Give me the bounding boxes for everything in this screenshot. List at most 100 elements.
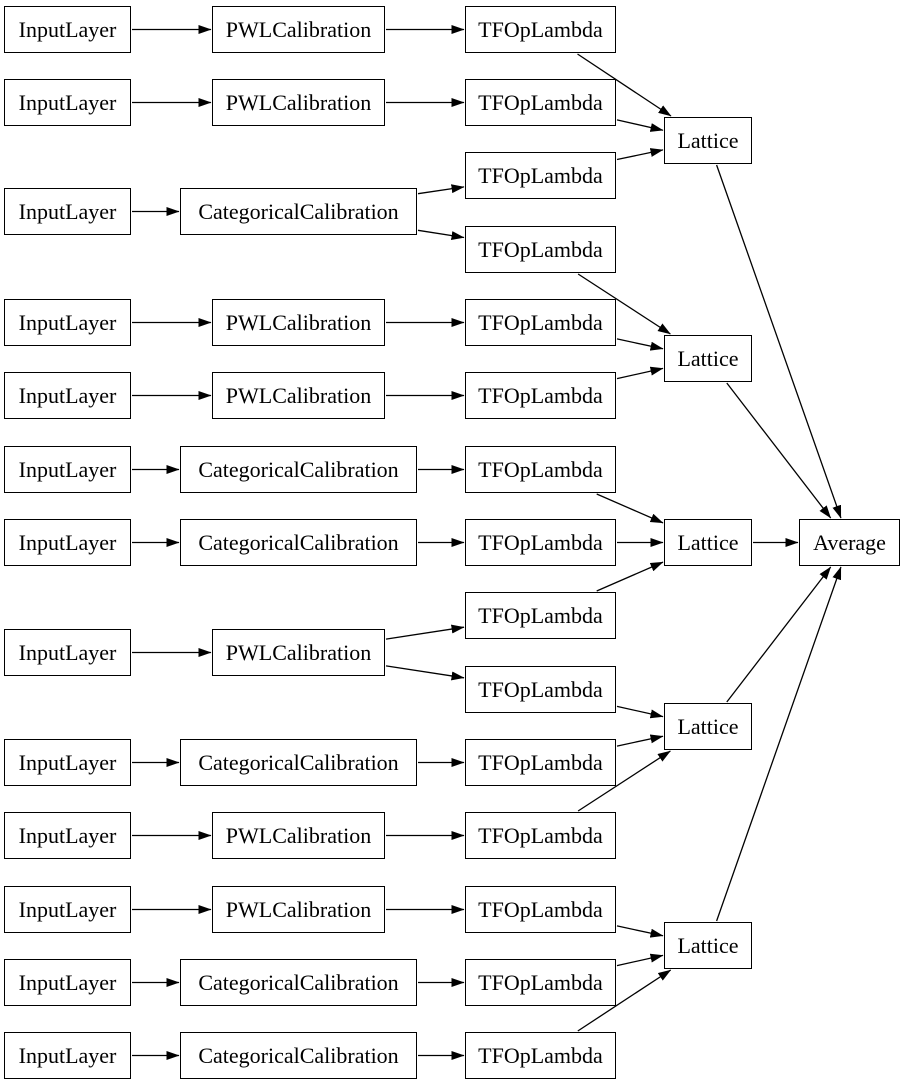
node-in1: InputLayer — [4, 6, 131, 53]
edge-t7-lat3 — [596, 493, 664, 524]
node-pwl3: PWLCalibration — [212, 299, 385, 346]
node-in4: InputLayer — [4, 299, 131, 346]
node-label: InputLayer — [18, 16, 117, 42]
node-label: CategoricalCalibration — [198, 1042, 399, 1068]
node-label: InputLayer — [18, 89, 117, 115]
node-label: Lattice — [677, 529, 739, 555]
node-avg: Average — [799, 519, 900, 566]
node-in13: InputLayer — [4, 1032, 131, 1079]
node-pwl4: PWLCalibration — [212, 372, 385, 419]
edge-t11-lat4 — [616, 734, 664, 747]
node-label: CategoricalCalibration — [198, 198, 399, 224]
edge-t9-lat3 — [596, 561, 664, 592]
edge-t2-lat1 — [616, 119, 664, 132]
node-pwl7: PWLCalibration — [212, 886, 385, 933]
node-in5: InputLayer — [4, 372, 131, 419]
node-label: TFOpLambda — [478, 676, 603, 702]
node-label: TFOpLambda — [478, 16, 603, 42]
edge-t14-lat5 — [616, 953, 664, 967]
node-in7: InputLayer — [4, 519, 131, 566]
node-lat4: Lattice — [664, 703, 752, 750]
node-label: Lattice — [677, 932, 739, 958]
node-t8: TFOpLambda — [465, 519, 616, 566]
node-label: Lattice — [677, 713, 739, 739]
node-label: PWLCalibration — [225, 16, 372, 42]
node-lat2: Lattice — [664, 335, 752, 382]
node-label: TFOpLambda — [478, 162, 603, 188]
node-label: InputLayer — [18, 1042, 117, 1068]
node-label: TFOpLambda — [478, 602, 603, 628]
node-label: PWLCalibration — [225, 382, 372, 408]
node-label: InputLayer — [18, 456, 117, 482]
edge-cat1-t3 — [417, 184, 465, 195]
node-t4: TFOpLambda — [465, 226, 616, 273]
node-cat4: CategoricalCalibration — [180, 739, 417, 786]
node-pwl2: PWLCalibration — [212, 79, 385, 126]
edge-pwl5-t10 — [385, 665, 465, 681]
node-cat5: CategoricalCalibration — [180, 959, 417, 1006]
node-label: InputLayer — [18, 309, 117, 335]
edge-t13-lat5 — [616, 925, 664, 938]
edge-cat1-t4 — [417, 229, 465, 241]
node-label: PWLCalibration — [225, 89, 372, 115]
node-label: InputLayer — [18, 198, 117, 224]
node-lat1: Lattice — [664, 117, 752, 164]
node-label: PWLCalibration — [225, 896, 372, 922]
node-label: TFOpLambda — [478, 1042, 603, 1068]
node-t11: TFOpLambda — [465, 739, 616, 786]
edge-t15-lat5 — [577, 969, 672, 1032]
node-t1: TFOpLambda — [465, 6, 616, 53]
node-t9: TFOpLambda — [465, 592, 616, 639]
edge-t1-lat1 — [577, 53, 672, 117]
edge-lat1-avg — [715, 164, 842, 519]
node-t15: TFOpLambda — [465, 1032, 616, 1079]
node-t7: TFOpLambda — [465, 446, 616, 493]
node-label: CategoricalCalibration — [198, 456, 399, 482]
node-label: TFOpLambda — [478, 456, 603, 482]
edge-t5-lat2 — [616, 338, 664, 351]
edge-pwl5-t9 — [385, 624, 465, 640]
edge-lat4-avg — [726, 566, 832, 703]
edge-t6-lat2 — [616, 366, 664, 380]
node-label: TFOpLambda — [478, 236, 603, 262]
node-label: PWLCalibration — [225, 822, 372, 848]
node-label: TFOpLambda — [478, 969, 603, 995]
edge-t12-lat4 — [577, 750, 671, 812]
node-label: PWLCalibration — [225, 309, 372, 335]
edge-t10-lat4 — [616, 705, 664, 719]
node-label: CategoricalCalibration — [198, 529, 399, 555]
node-t6: TFOpLambda — [465, 372, 616, 419]
node-label: PWLCalibration — [225, 639, 372, 665]
node-in2: InputLayer — [4, 79, 131, 126]
node-label: Lattice — [677, 345, 739, 371]
node-in10: InputLayer — [4, 812, 131, 859]
node-in6: InputLayer — [4, 446, 131, 493]
node-label: TFOpLambda — [478, 309, 603, 335]
node-cat1: CategoricalCalibration — [180, 188, 417, 235]
node-t2: TFOpLambda — [465, 79, 616, 126]
node-t14: TFOpLambda — [465, 959, 616, 1006]
node-in11: InputLayer — [4, 886, 131, 933]
node-label: InputLayer — [18, 822, 117, 848]
node-label: InputLayer — [18, 529, 117, 555]
node-label: TFOpLambda — [478, 382, 603, 408]
node-label: InputLayer — [18, 896, 117, 922]
node-pwl6: PWLCalibration — [212, 812, 385, 859]
node-label: InputLayer — [18, 382, 117, 408]
node-label: InputLayer — [18, 639, 117, 665]
edge-lat2-avg — [726, 382, 832, 519]
node-label: CategoricalCalibration — [198, 969, 399, 995]
edge-lat5-avg — [715, 566, 842, 922]
node-cat3: CategoricalCalibration — [180, 519, 417, 566]
node-pwl5: PWLCalibration — [212, 629, 385, 676]
node-label: InputLayer — [18, 969, 117, 995]
node-label: TFOpLambda — [478, 749, 603, 775]
node-label: TFOpLambda — [478, 529, 603, 555]
node-label: TFOpLambda — [478, 896, 603, 922]
node-in8: InputLayer — [4, 629, 131, 676]
node-t13: TFOpLambda — [465, 886, 616, 933]
node-cat2: CategoricalCalibration — [180, 446, 417, 493]
node-pwl1: PWLCalibration — [212, 6, 385, 53]
